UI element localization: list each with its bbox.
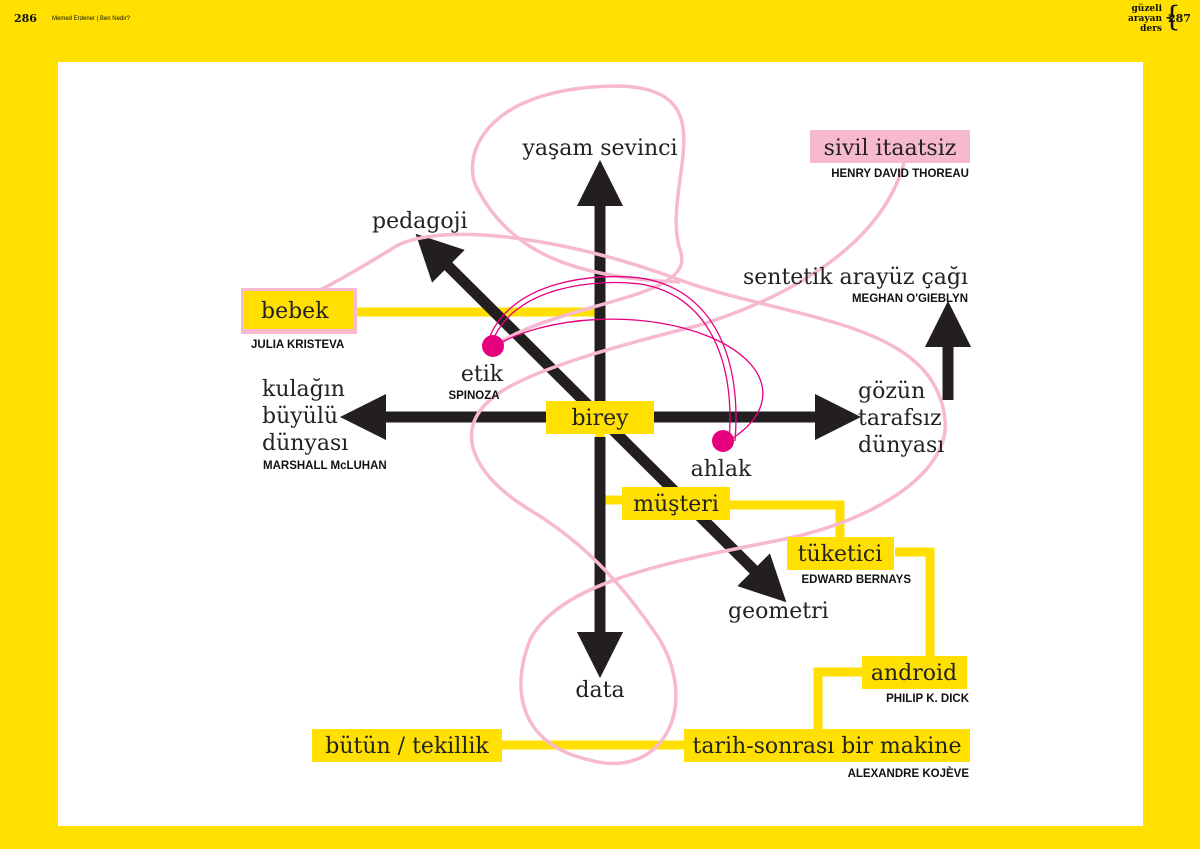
pink-loop-top [470, 84, 686, 349]
author-philip-k-dick: PHILIP K. DICK [886, 693, 970, 705]
label-data: data [575, 678, 624, 703]
page-number-right: 287 [1168, 12, 1191, 25]
bebek-box [244, 291, 353, 329]
label-sentetik: sentetik arayüz çağı [743, 265, 968, 290]
logo-line-3: ders [1140, 24, 1162, 34]
label-right-line-1: gözün [858, 379, 925, 404]
pink-curve [319, 162, 947, 766]
label-ahlak: ahlak [691, 457, 752, 482]
tuketici-box [787, 537, 894, 570]
label-left-line-2: büyülü [262, 404, 338, 429]
birey-box [546, 401, 654, 434]
arrow-diag-up [415, 233, 598, 415]
author-ogieblyn: MEGHAN O'GIEBLYN [852, 293, 968, 305]
author-kristeva: JULIA KRISTEVA [251, 339, 344, 351]
birey-label: birey [571, 406, 629, 431]
etik-dot [482, 335, 504, 357]
label-sivil-itaatsiz: sivil itaatsiz [824, 136, 957, 161]
page-header: 286 Memed Erdener | Ben Nedir? güzeli ar… [0, 0, 1200, 50]
logo-brace-icon: { [1163, 0, 1181, 33]
ahlak-dot [712, 430, 734, 452]
label-right-line-3: dünyası [858, 433, 944, 458]
label-tarih-sonrasi: tarih-sonrası bir makine [693, 734, 962, 759]
label-musteri: müşteri [633, 492, 719, 517]
label-tuketici: tüketici [798, 542, 883, 567]
butun-box [312, 729, 502, 762]
publisher-logo: güzeli arayan ders [1122, 4, 1162, 34]
tarih-box [684, 729, 970, 762]
arc-line-3 [486, 275, 737, 442]
label-butun-tekillik: bütün / tekillik [325, 734, 489, 759]
logo-line-2: arayan [1127, 14, 1162, 24]
etik-ahlak-arc [486, 275, 764, 442]
label-left-line-3: dünyası [262, 431, 348, 456]
label-right-line-2: tarafsız [858, 406, 942, 431]
author-thoreau: HENRY DAVID THOREAU [831, 168, 969, 180]
author-spinoza: SPINOZA [448, 390, 499, 402]
arc-line-2 [490, 281, 731, 442]
page-number-left: 286 [14, 12, 37, 25]
android-box [862, 656, 967, 689]
label-geometri: geometri [728, 599, 829, 624]
label-yasam-sevinci: yaşam sevinci [521, 136, 677, 161]
label-pedagoji: pedagoji [372, 209, 468, 234]
label-android: android [871, 661, 957, 686]
concept-diagram: birey yaşam sevinci data pedagoji geomet… [58, 62, 1143, 826]
musteri-box [622, 487, 730, 520]
yellow-line-android-tarih [813, 667, 865, 745]
author-bernays: EDWARD BERNAYS [802, 574, 912, 586]
author-kojeve: ALEXANDRE KOJÈVE [848, 767, 970, 780]
arc-line-1 [494, 318, 764, 442]
axis-arrows [339, 159, 972, 679]
label-left-line-1: kulağın [262, 377, 345, 402]
sivil-box [810, 130, 970, 163]
logo-line-1: güzeli [1131, 4, 1162, 14]
running-head: Memed Erdener | Ben Nedir? [52, 16, 130, 22]
label-bebek: bebek [261, 299, 329, 324]
author-mcluhan: MARSHALL McLUHAN [263, 460, 387, 472]
label-etik: etik [461, 362, 504, 387]
